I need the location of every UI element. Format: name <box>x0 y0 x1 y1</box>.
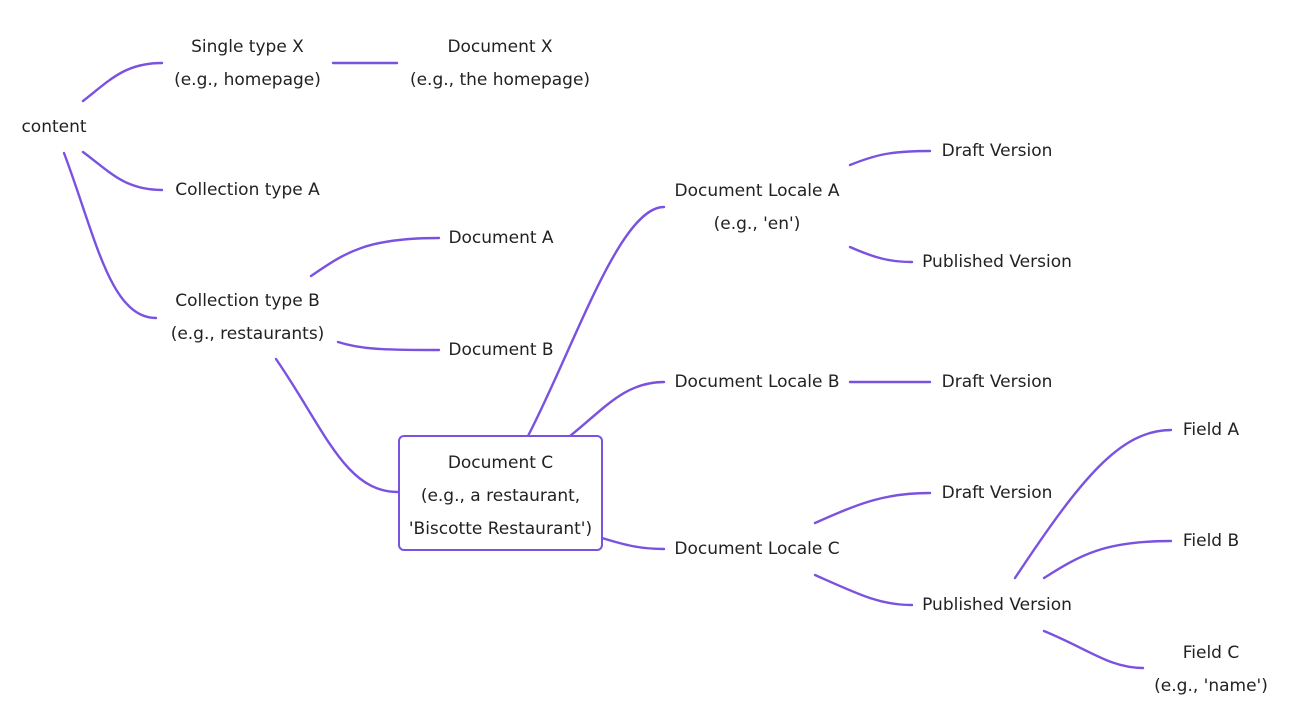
node-document-c-line-1: Document C <box>447 453 554 473</box>
node-locale-a-published-version-label: Published Version <box>922 252 1072 272</box>
edge-locale-c-draft <box>813 491 932 525</box>
edge-locale-a-draft <box>848 149 932 167</box>
edge-document-c-locale-c <box>600 536 666 551</box>
node-locale-a-draft-version: Draft Version <box>930 135 1064 168</box>
node-field-a: Field A <box>1171 414 1251 447</box>
node-document-locale-b: Document Locale B <box>664 366 850 399</box>
edge-collection-type-b-document-c <box>274 357 400 494</box>
node-content: content <box>18 111 90 144</box>
node-document-c-line-3: 'Biscotte Restaurant') <box>408 519 593 539</box>
node-locale-a-published-version: Published Version <box>912 246 1082 279</box>
node-field-c-line-1: Field C <box>1182 643 1240 663</box>
node-document-b-label: Document B <box>448 340 554 360</box>
edge-collection-type-b-document-b <box>336 340 441 352</box>
node-field-a-label: Field A <box>1182 420 1240 440</box>
edge-document-c-locale-a <box>526 205 666 438</box>
node-collection-type-b-line-1: Collection type B <box>175 291 320 311</box>
node-document-a-label: Document A <box>448 228 554 248</box>
node-collection-type-a-label: Collection type A <box>175 180 320 200</box>
node-locale-a-draft-version-label: Draft Version <box>941 141 1053 161</box>
edge-content-collection-type-b <box>62 151 158 320</box>
node-document-b: Document B <box>439 334 563 367</box>
edge-locale-c-published <box>813 573 914 607</box>
node-locale-c-published-version: Published Version <box>912 589 1082 622</box>
edge-collection-type-b-document-a <box>309 236 441 278</box>
node-document-c: Document C (e.g., a restaurant, 'Biscotte … <box>398 435 603 551</box>
node-field-c-line-2: (e.g., 'name') <box>1154 676 1268 696</box>
node-locale-c-draft-version-label: Draft Version <box>941 483 1053 503</box>
edge-published-field-b <box>1042 539 1173 580</box>
node-document-locale-a-line-1: Document Locale A <box>674 181 840 201</box>
node-document-c-line-2: (e.g., a restaurant, <box>420 486 581 506</box>
node-single-type-x-line-1: Single type X <box>191 37 304 57</box>
node-collection-type-a: Collection type A <box>162 174 333 207</box>
node-document-locale-c-label: Document Locale C <box>674 539 840 559</box>
node-collection-type-b: Collection type B (e.g., restaurants) <box>156 285 339 351</box>
node-document-x-line-2: (e.g., the homepage) <box>409 70 591 90</box>
node-locale-b-draft-version-label: Draft Version <box>941 372 1053 392</box>
edge-content-single-type-x <box>81 61 164 103</box>
edge-locale-a-published <box>848 245 914 264</box>
edge-content-collection-type-a <box>81 150 164 192</box>
node-document-locale-b-label: Document Locale B <box>674 372 840 392</box>
node-document-x-line-1: Document X <box>447 37 553 57</box>
node-field-b-label: Field B <box>1182 531 1240 551</box>
node-document-locale-a: Document Locale A (e.g., 'en') <box>664 175 850 241</box>
node-field-b: Field B <box>1171 525 1251 558</box>
node-document-locale-a-line-2: (e.g., 'en') <box>713 214 801 234</box>
node-single-type-x: Single type X (e.g., homepage) <box>162 31 333 97</box>
node-single-type-x-line-2: (e.g., homepage) <box>174 70 321 90</box>
node-document-x: Document X (e.g., the homepage) <box>397 31 603 97</box>
edge-published-field-c <box>1042 629 1145 670</box>
node-locale-c-published-version-label: Published Version <box>922 595 1072 615</box>
node-field-c: Field C (e.g., 'name') <box>1143 637 1279 703</box>
node-locale-c-draft-version: Draft Version <box>930 477 1064 510</box>
node-locale-b-draft-version: Draft Version <box>930 366 1064 399</box>
node-content-label: content <box>21 117 87 137</box>
node-document-locale-c: Document Locale C <box>664 533 850 566</box>
node-collection-type-b-line-2: (e.g., restaurants) <box>170 324 325 344</box>
edge-published-field-a <box>1013 428 1173 580</box>
node-document-a: Document A <box>439 222 563 255</box>
edge-document-c-locale-b <box>568 380 666 438</box>
